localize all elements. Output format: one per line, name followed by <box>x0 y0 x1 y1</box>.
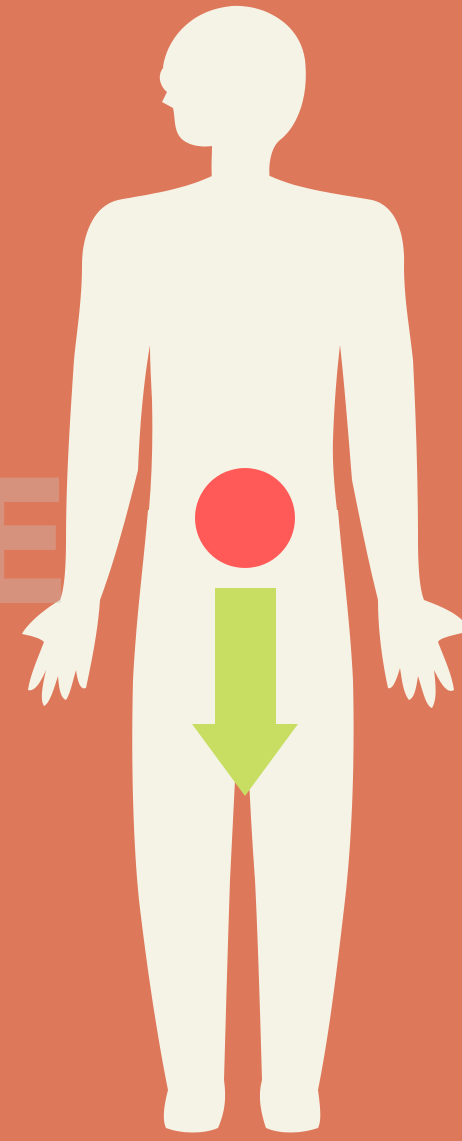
red-circle-marker <box>195 468 295 568</box>
